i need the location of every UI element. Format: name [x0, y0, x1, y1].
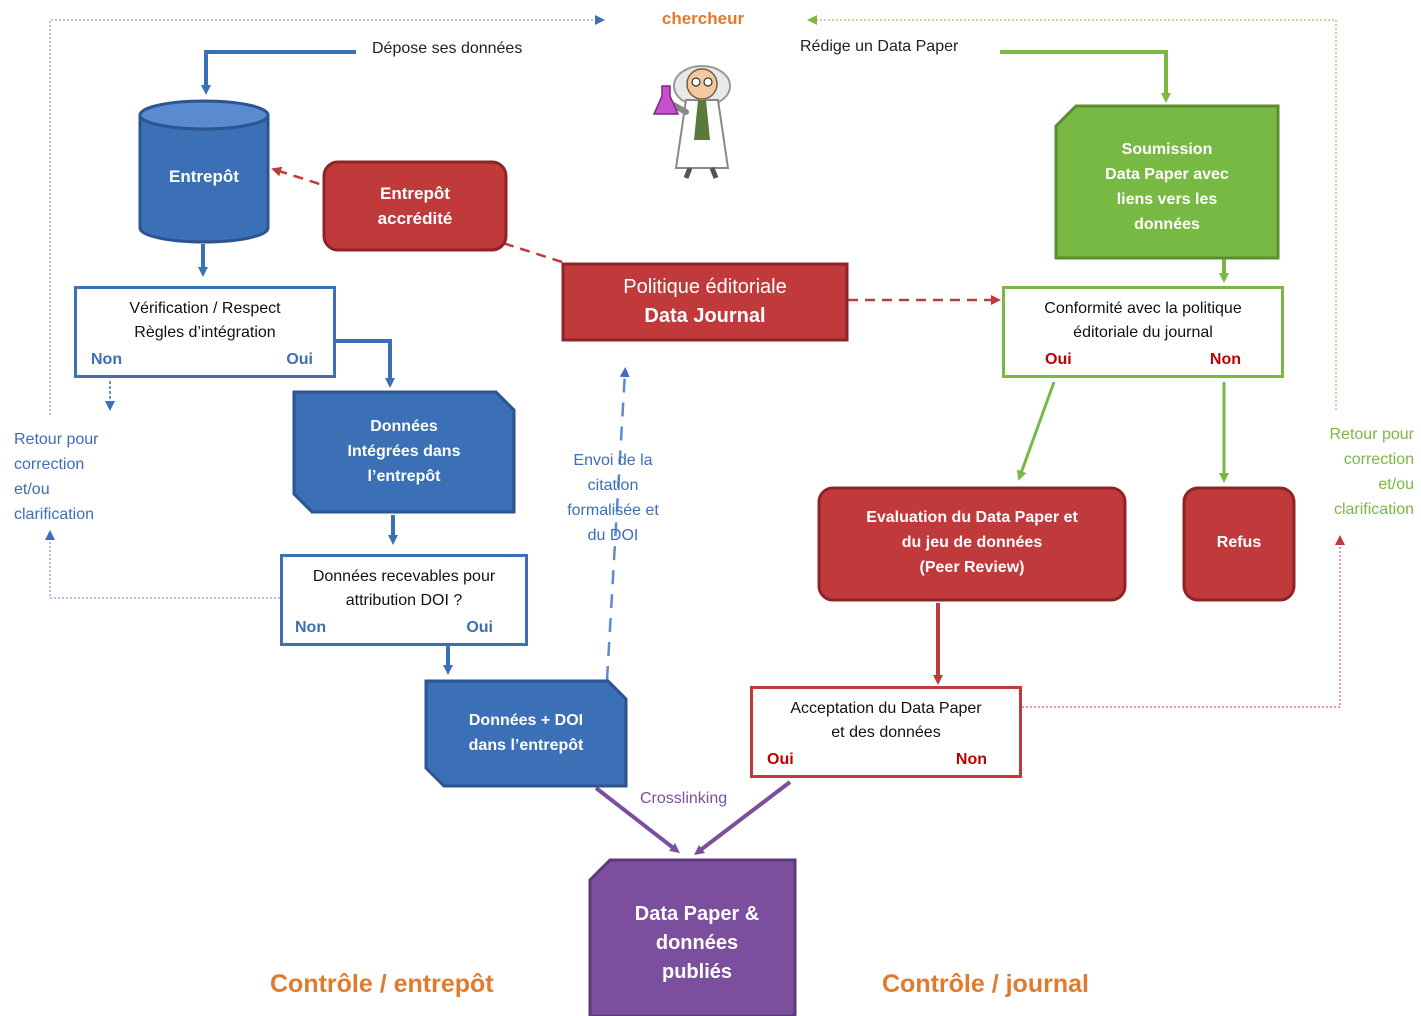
acceptation-box: Acceptation du Data Paper et des données… — [750, 686, 1022, 778]
envoi-line-1: Envoi de la — [573, 452, 653, 469]
retour-right-line-1: Retour pour — [1329, 426, 1415, 443]
conformite-question: Conformité avec la politique éditoriale … — [1005, 297, 1281, 345]
publies-text: Data Paper & données publiés — [592, 900, 802, 987]
politique-line-1: Politique éditoriale — [623, 276, 787, 298]
entrepot-accredite-text: Entrepôt accrédité — [324, 181, 506, 231]
soumission-line-3: liens vers les — [1116, 191, 1218, 208]
entrepot-cylinder — [138, 99, 270, 244]
publies-shape — [588, 858, 797, 1016]
envoi-line-4: du DOI — [587, 527, 639, 544]
publies-line-2: données — [655, 932, 739, 954]
loop-right-bottom — [1022, 535, 1345, 708]
politique-shape — [561, 262, 849, 342]
redige-label: Rédige un Data Paper — [800, 38, 959, 55]
recevables-line-1: Données recevables pour — [312, 568, 496, 585]
envoi-line-2: citation — [587, 477, 639, 494]
evaluation-line-2: du jeu de données — [901, 534, 1043, 551]
retour-left-line-2: correction — [14, 456, 85, 473]
arrow-oui-integrees — [336, 339, 395, 388]
conformite-non: Non — [1209, 351, 1241, 368]
retour-left-line-4: clarification — [14, 506, 95, 523]
soumission-line-4: données — [1134, 216, 1200, 233]
entrepot-title: Entrepôt — [169, 167, 239, 186]
arrow-envoi-doi — [605, 367, 630, 681]
arrow-redige — [1000, 50, 1171, 103]
heading-controle-journal: Contrôle / journal — [882, 970, 1089, 998]
acceptation-line-2: et des données — [831, 724, 941, 741]
verification-non: Non — [91, 351, 123, 368]
arrow-depose — [201, 50, 356, 95]
depose-label: Dépose ses données — [372, 40, 523, 57]
retour-right-label: Retour pour correction et/ou clarificati… — [1300, 422, 1415, 522]
donnees-integrees-line-2: Intégrées dans — [347, 443, 461, 460]
donnees-doi-shape — [424, 679, 628, 788]
chercheur-label: chercheur — [661, 9, 745, 28]
politique-line-2: Data Journal — [644, 305, 766, 327]
soumission-line-1: Soumission — [1121, 141, 1213, 158]
loop-left-bottom — [45, 530, 280, 599]
loop-right-top — [807, 15, 1337, 410]
conformite-line-2: éditoriale du journal — [1073, 324, 1213, 341]
loop-left-top — [49, 15, 605, 415]
retour-left-line-1: Retour pour — [14, 431, 99, 448]
retour-left-label: Retour pour correction et/ou clarificati… — [14, 427, 99, 527]
retour-left-line-3: et/ou — [14, 481, 50, 498]
retour-right-line-2: correction — [1343, 451, 1414, 468]
retour-right-line-3: et/ou — [1378, 476, 1414, 493]
acceptation-question: Acceptation du Data Paper et des données — [753, 697, 1019, 745]
publies-line-3: publiés — [661, 961, 732, 983]
envoi-line-3: formalisée et — [567, 502, 659, 519]
entrepot-accredite-line-2: accrédité — [377, 209, 453, 228]
verification-oui: Oui — [286, 351, 313, 368]
donnees-integrees-line-1: Données — [370, 418, 438, 435]
conformite-line-1: Conformité avec la politique — [1044, 300, 1242, 317]
evaluation-text: Evaluation du Data Paper et du jeu de do… — [819, 505, 1125, 580]
politique-text: Politique éditoriale Data Journal — [563, 273, 847, 331]
verification-box: Vérification / Respect Règles d’intégrat… — [74, 286, 336, 378]
recevables-box: Données recevables pour attribution DOI … — [280, 554, 528, 646]
acceptation-line-1: Acceptation du Data Paper — [790, 700, 982, 717]
entrepot-accredite-line-1: Entrepôt — [380, 184, 450, 203]
conformite-box: Conformité avec la politique éditoriale … — [1002, 286, 1284, 378]
recevables-line-2: attribution DOI ? — [345, 592, 463, 609]
entrepot-accredite-shape — [322, 160, 508, 252]
donnees-doi-text: Données + DOI dans l’entrepôt — [426, 708, 626, 758]
soumission-text: Soumission Data Paper avec liens vers le… — [1056, 137, 1278, 237]
arrow-acceptation-publies — [694, 780, 792, 856]
verification-question: Vérification / Respect Règles d’intégrat… — [77, 297, 333, 345]
donnees-integrees-shape — [292, 390, 516, 514]
acceptation-oui: Oui — [767, 751, 794, 768]
recevables-oui: Oui — [466, 619, 493, 636]
donnees-integrees-text: Données Intégrées dans l’entrepôt — [294, 414, 514, 489]
arrow-doi-publies — [594, 786, 680, 854]
verification-line-2: Règles d’intégration — [134, 324, 276, 341]
recevables-non: Non — [295, 619, 327, 636]
evaluation-line-1: Evaluation du Data Paper et — [866, 509, 1078, 526]
refus-text: Refus — [1216, 534, 1262, 551]
recevables-question: Données recevables pour attribution DOI … — [283, 565, 525, 613]
heading-controle-entrepot: Contrôle / entrepôt — [270, 970, 494, 998]
retour-right-line-4: clarification — [1333, 501, 1414, 518]
donnees-doi-line-1: Données + DOI — [468, 712, 584, 729]
verification-line-1: Vérification / Respect — [129, 300, 281, 317]
evaluation-shape — [817, 486, 1127, 602]
donnees-integrees-line-3: l’entrepôt — [367, 468, 441, 485]
crosslinking-label: Crosslinking — [640, 790, 728, 807]
soumission-line-2: Data Paper avec — [1105, 166, 1229, 183]
donnees-doi-line-2: dans l’entrepôt — [468, 737, 584, 754]
evaluation-line-3: (Peer Review) — [919, 559, 1025, 576]
refus-shape — [1182, 486, 1296, 602]
acceptation-non: Non — [955, 751, 987, 768]
scientist-icon — [652, 65, 731, 179]
conformite-oui: Oui — [1045, 351, 1072, 368]
envoi-label: Envoi de la citation formalisée et du DO… — [548, 448, 678, 548]
soumission-shape — [1054, 104, 1280, 260]
arrow-oui-evaluation — [1016, 381, 1056, 481]
publies-line-1: Data Paper & — [634, 903, 760, 925]
